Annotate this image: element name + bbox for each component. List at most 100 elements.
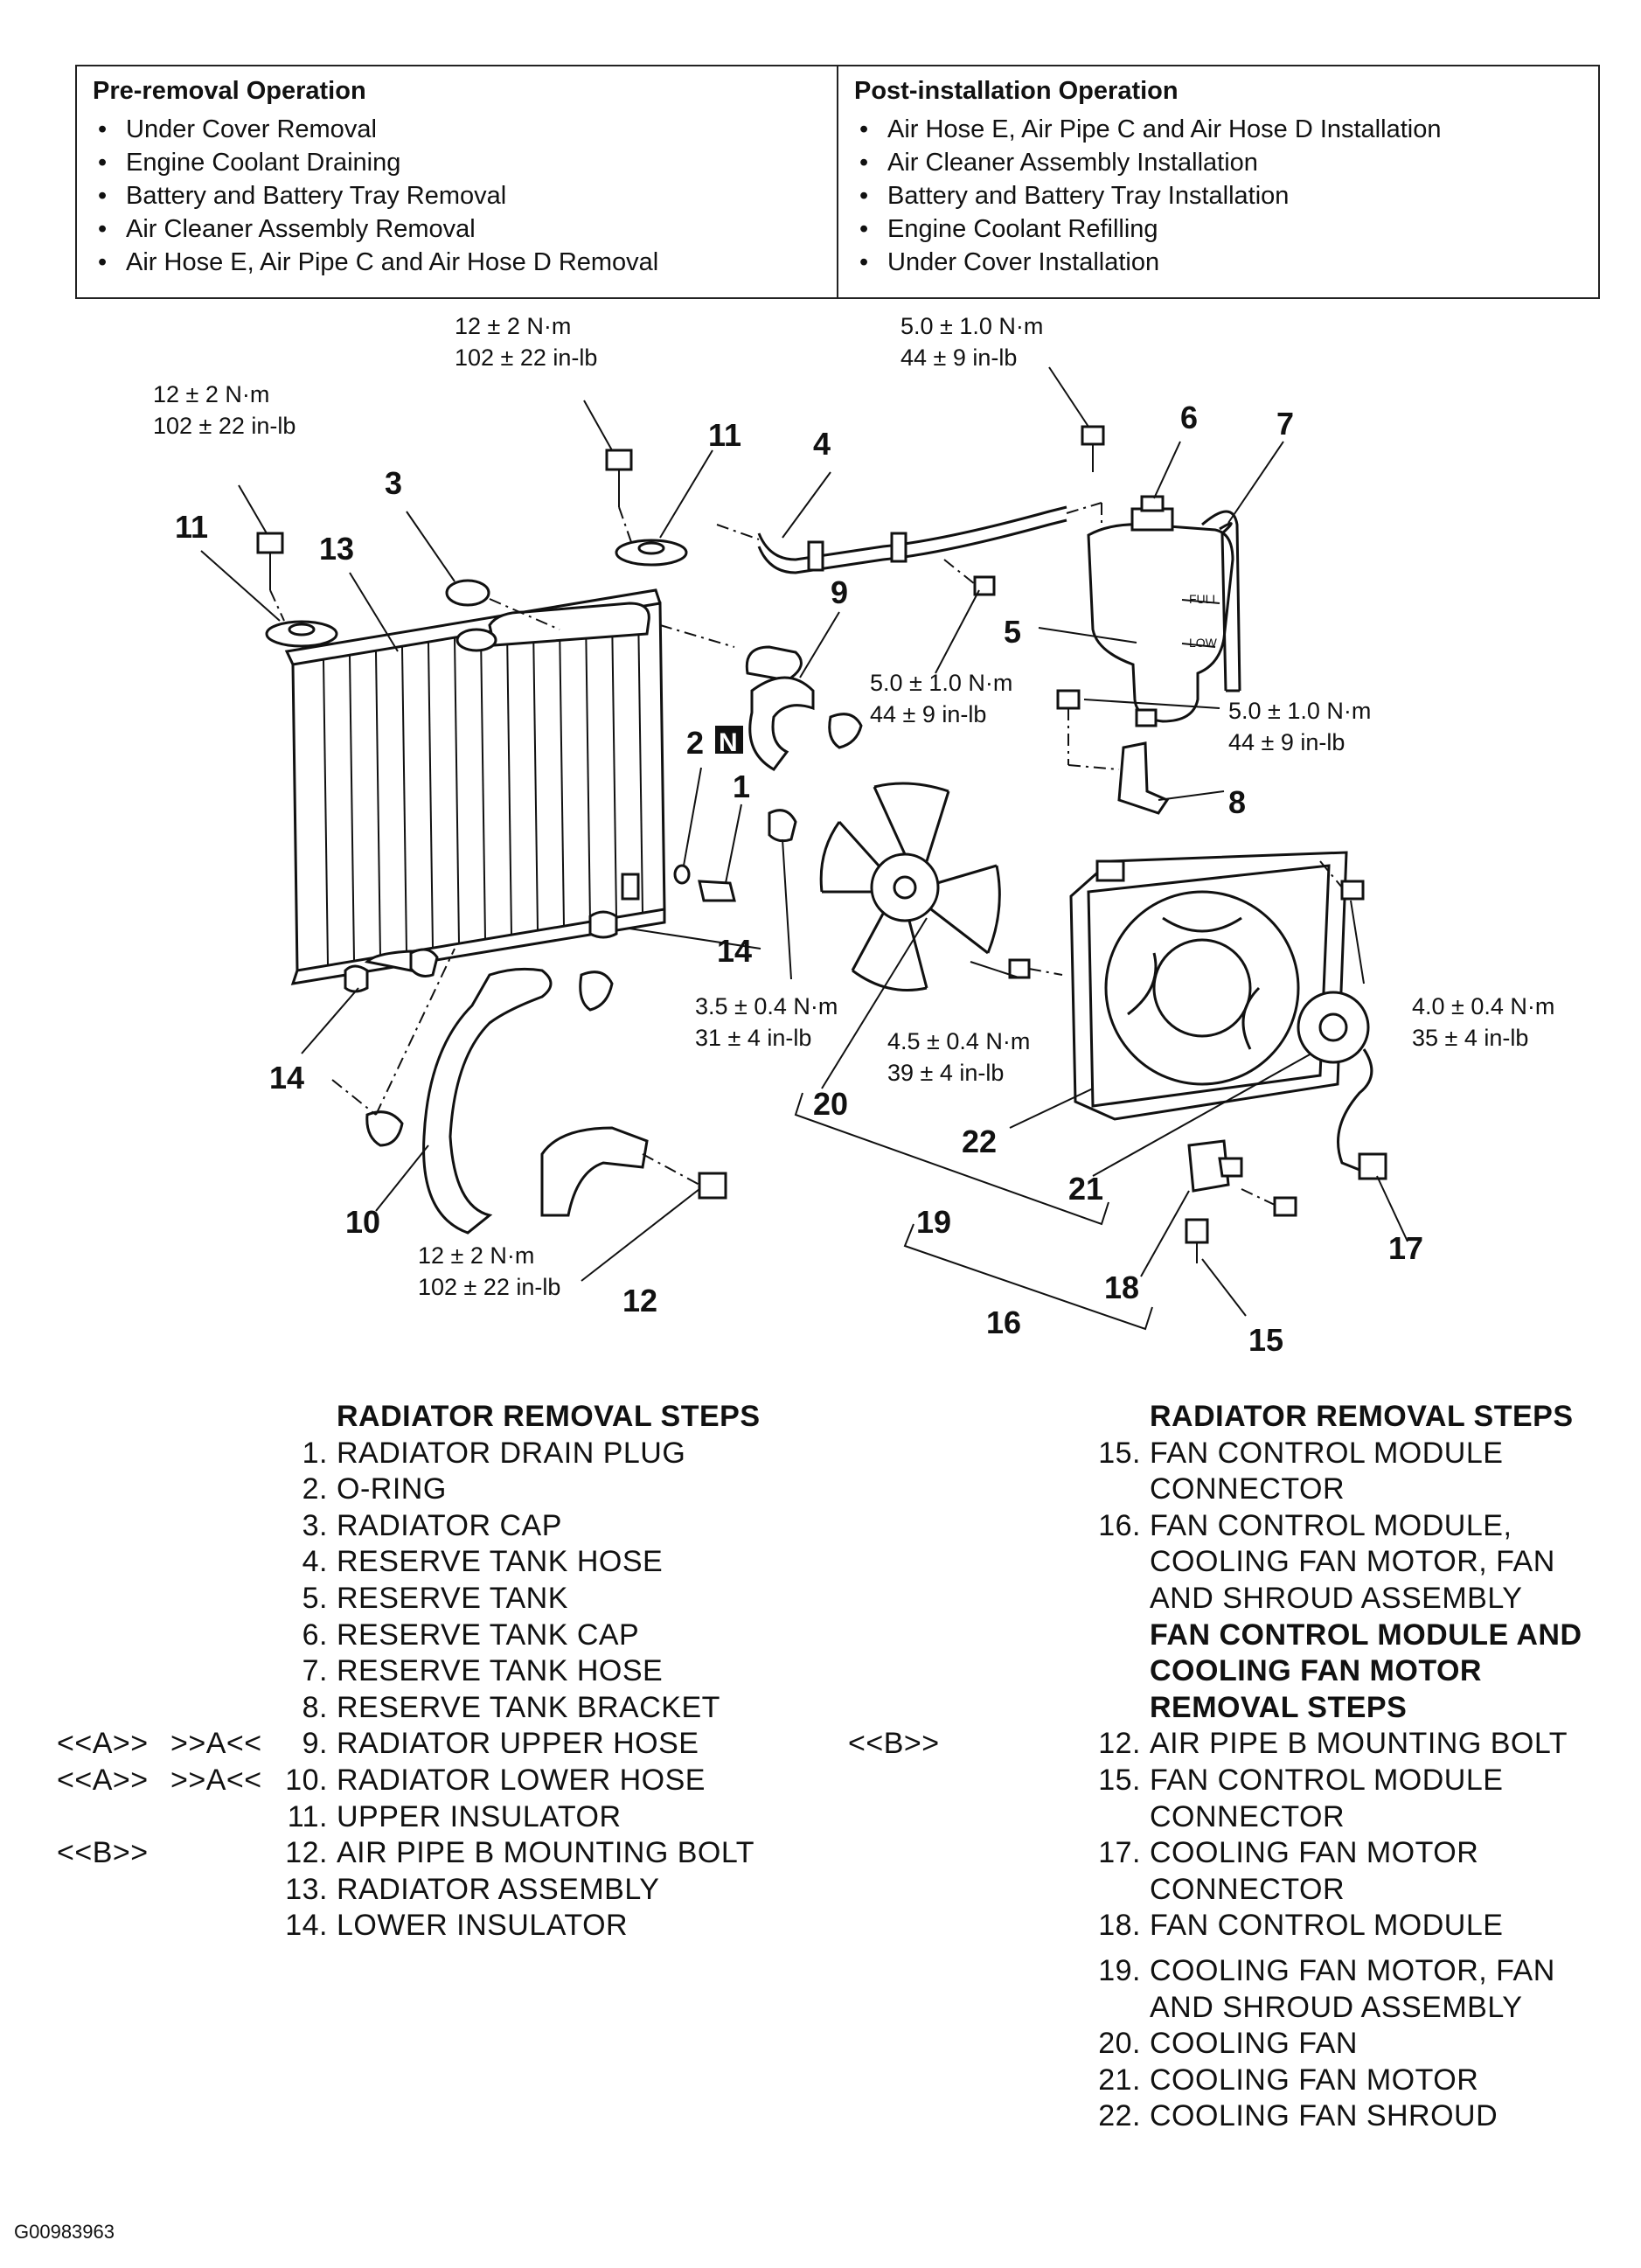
bolt-icon: [605, 449, 633, 543]
list-item: <<A>>>>A<<10.RADIATOR LOWER HOSE: [57, 1763, 706, 1797]
bolt-icon: [256, 532, 285, 622]
list-item: Under Cover Removal: [93, 113, 821, 146]
list-item: 5.RESERVE TANK: [302, 1581, 568, 1615]
upper-insulator-right: [615, 539, 688, 567]
torque-label: 5.0 ± 1.0 N·m: [1228, 698, 1371, 724]
lower-insulator-right: [588, 910, 618, 939]
callout-number: 9: [831, 574, 848, 610]
callout-number: 19: [916, 1204, 951, 1240]
torque-label: 35 ± 4 in-lb: [1412, 1025, 1528, 1051]
figure-code: G00983963: [14, 2221, 115, 2243]
torque-label: 12 ± 2 N·m: [455, 313, 571, 339]
callout-number: 7: [1276, 406, 1294, 442]
reserve-tank-cap: [1130, 495, 1174, 532]
operation-box: Pre-removal Operation Under Cover Remova…: [75, 65, 1600, 299]
post-installation-list: Air Hose E, Air Pipe C and Air Hose D In…: [854, 113, 1582, 279]
torque-label: 3.5 ± 0.4 N·m: [695, 993, 838, 1019]
upper-insulator-left: [265, 620, 338, 648]
torque-label: 102 ± 22 in-lb: [153, 413, 296, 439]
callout-number: 2: [686, 725, 704, 761]
exploded-diagram: FULL LOW: [153, 313, 1554, 1358]
callout-number: 20: [813, 1086, 848, 1122]
list-item: 18.FAN CONTROL MODULE: [1098, 1909, 1504, 1943]
list-item: 22.COOLING FAN SHROUD: [1098, 2099, 1498, 2133]
torque-label: 4.5 ± 0.4 N·m: [887, 1028, 1030, 1054]
callout-number: 11: [708, 417, 741, 453]
cooling-fan-motor: [1297, 991, 1387, 1180]
reserve-tank-bracket: [1056, 689, 1170, 815]
bolt-icon: [1319, 860, 1365, 901]
reserve-tank: FULL LOW: [1087, 523, 1234, 723]
torque-label: 102 ± 22 in-lb: [418, 1274, 560, 1300]
list-item: 11.UPPER INSULATOR: [287, 1799, 622, 1833]
list-item: 16.FAN CONTROL MODULE, COOLING FAN MOTOR…: [1098, 1508, 1555, 1615]
list-item: 15.FAN CONTROL MODULE CONNECTOR: [1098, 1436, 1504, 1506]
torque-label: 31 ± 4 in-lb: [695, 1025, 811, 1051]
list-item: Engine Coolant Refilling: [854, 212, 1582, 246]
list-item: <<B>>12.AIR PIPE B MOUNTING BOLT: [57, 1836, 754, 1870]
bolt-icon: [1008, 958, 1063, 979]
list-item: 2.O-RING: [302, 1472, 447, 1506]
callout-number: 5: [1004, 614, 1021, 650]
bolt-icon: [943, 559, 996, 596]
tank-full-label: FULL: [1189, 592, 1219, 606]
right-steps: RADIATOR REMOVAL STEPS 15.FAN CONTROL MO…: [848, 1399, 1604, 2135]
right-steps-subtitle: FAN CONTROL MODULE AND COOLING FAN MOTOR…: [1150, 1618, 1582, 1724]
group-bracket-16: [903, 1223, 1153, 1331]
list-item: 17.COOLING FAN MOTOR CONNECTOR: [1098, 1836, 1479, 1906]
list-item: 15.FAN CONTROL MODULE CONNECTOR: [1098, 1763, 1504, 1833]
reserve-tank-overflow-hose: [1201, 510, 1241, 692]
list-item: 14.LOWER INSULATOR: [285, 1909, 629, 1943]
torque-label: 44 ± 9 in-lb: [1228, 729, 1345, 755]
torque-label: 4.0 ± 0.4 N·m: [1412, 993, 1554, 1019]
list-item: 7.RESERVE TANK HOSE: [302, 1654, 664, 1688]
bolt-icon: [1081, 425, 1105, 472]
callout-number: 3: [385, 465, 402, 501]
radiator-cap: [445, 579, 560, 630]
leader-lines: [200, 366, 1408, 1317]
torque-label: 12 ± 2 N·m: [418, 1242, 534, 1269]
list-item: Air Cleaner Assembly Installation: [854, 146, 1582, 179]
list-item: 4.RESERVE TANK HOSE: [302, 1545, 664, 1579]
post-installation-column: Post-installation Operation Air Hose E, …: [837, 66, 1598, 297]
list-item: 6.RESERVE TANK CAP: [302, 1618, 640, 1652]
list-item: 21.COOLING FAN MOTOR: [1098, 2063, 1479, 2097]
list-item: Engine Coolant Draining: [93, 146, 821, 179]
reserve-tank-hose: [716, 502, 1102, 574]
o-ring: [673, 864, 691, 885]
radiator-assembly: [284, 588, 666, 985]
air-pipe-b: [540, 1126, 727, 1217]
list-item: Battery and Battery Tray Installation: [854, 179, 1582, 212]
list-item: Air Cleaner Assembly Removal: [93, 212, 821, 246]
callout-number: 22: [962, 1124, 997, 1159]
list-item: Battery and Battery Tray Removal: [93, 179, 821, 212]
list-item: <<A>>>>A<<9.RADIATOR UPPER HOSE: [57, 1727, 699, 1761]
callout-number: 14: [269, 1060, 304, 1096]
callout-number: 11: [175, 509, 208, 545]
new-part-badge-letter: N: [719, 728, 738, 757]
lower-insulator-left: [344, 964, 369, 993]
radiator-lower-hose: [331, 948, 614, 1235]
radiator-drain-plug: [698, 880, 736, 902]
list-item: 19.COOLING FAN MOTOR, FAN AND SHROUD ASS…: [1098, 1953, 1555, 2024]
fan-control-module-connector: [1185, 1218, 1209, 1263]
callout-number: 12: [622, 1283, 657, 1318]
new-part-badge: [715, 726, 743, 754]
torque-label: 5.0 ± 1.0 N·m: [870, 670, 1012, 696]
list-item: 3.RADIATOR CAP: [302, 1508, 562, 1542]
list-item: Air Hose E, Air Pipe C and Air Hose D Re…: [93, 246, 821, 279]
callout-number: 13: [319, 531, 354, 567]
callout-number: 17: [1388, 1230, 1423, 1266]
torque-label: 5.0 ± 1.0 N·m: [900, 313, 1043, 339]
radiator-upper-hose: [659, 624, 863, 771]
callout-number: 18: [1104, 1270, 1139, 1305]
callout-number: 21: [1068, 1171, 1103, 1207]
pre-removal-column: Pre-removal Operation Under Cover Remova…: [77, 66, 837, 297]
pre-removal-list: Under Cover Removal Engine Coolant Drain…: [93, 113, 821, 279]
right-steps-title: RADIATOR REMOVAL STEPS: [1150, 1400, 1574, 1433]
torque-label: 12 ± 2 N·m: [153, 381, 269, 407]
callout-number: 16: [986, 1304, 1021, 1340]
callout-number: 1: [733, 769, 750, 804]
list-item: Air Hose E, Air Pipe C and Air Hose D In…: [854, 113, 1582, 146]
list-item: 8.RESERVE TANK BRACKET: [302, 1690, 720, 1724]
